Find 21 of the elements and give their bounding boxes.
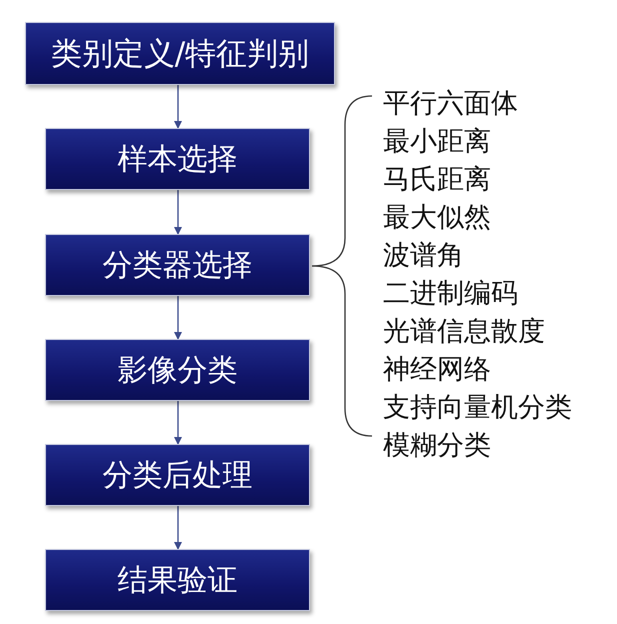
method-label: 二进制编码: [383, 280, 518, 307]
method-label: 波谱角: [383, 242, 464, 269]
method-label: 最大似然: [383, 204, 491, 231]
method-label: 光谱信息散度: [383, 318, 545, 345]
method-label: 最小距离: [383, 128, 491, 155]
arrow: [174, 190, 182, 235]
method-label: 马氏距离: [383, 166, 491, 193]
process-box: 结果验证: [45, 549, 310, 611]
method-label: 支持向量机分类: [383, 394, 572, 421]
method-label: 模糊分类: [383, 432, 491, 459]
process-box: 影像分类: [45, 339, 310, 401]
arrow: [174, 401, 182, 445]
method-label: 神经网络: [383, 356, 491, 383]
arrow: [174, 85, 182, 129]
process-box: 类别定义/特征判别: [25, 22, 335, 85]
method-label: 平行六面体: [383, 90, 518, 117]
process-box: 分类后处理: [45, 444, 310, 506]
process-box: 样本选择: [45, 128, 310, 190]
arrow: [174, 296, 182, 340]
arrow: [174, 506, 182, 550]
process-box: 分类器选择: [45, 234, 310, 296]
